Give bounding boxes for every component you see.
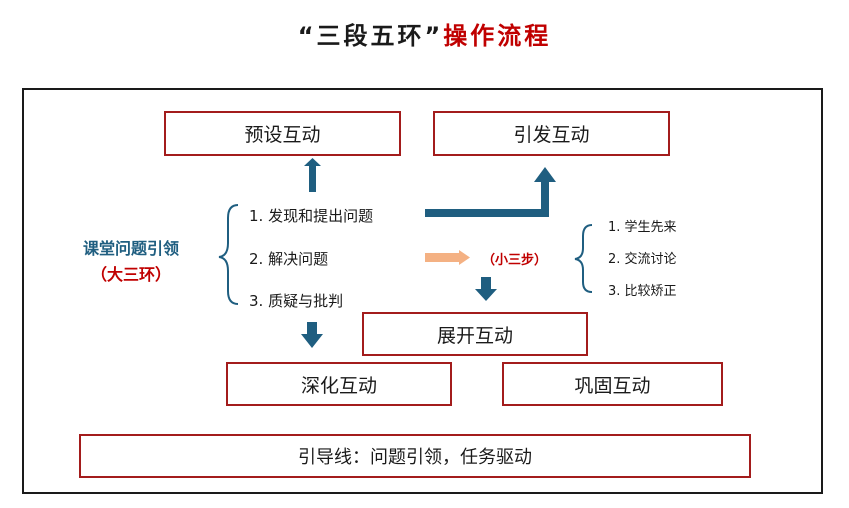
arrow-right-to-small-steps <box>425 250 470 265</box>
trigger-interaction-box: 引发互动 <box>433 111 670 156</box>
page-title: “三段五环”操作流程 <box>0 16 849 51</box>
arrow-down-to-expand <box>475 277 497 301</box>
brace-main-steps <box>218 204 239 305</box>
arrow-up-to-preset <box>304 158 321 192</box>
step-1: 1. 发现和提出问题 <box>249 207 374 225</box>
brace-sub-steps <box>574 224 593 293</box>
lead-line-1: 课堂问题引领 <box>82 239 179 258</box>
sub-step-1: 1. 学生先来 <box>608 220 677 235</box>
consolidate-interaction-box: 巩固互动 <box>502 362 723 406</box>
step-3: 3. 质疑与批判 <box>249 292 344 310</box>
lead-label: 课堂问题引领 （大三环） <box>52 236 210 288</box>
step-2: 2. 解决问题 <box>249 250 329 268</box>
diagram-frame <box>22 88 823 494</box>
sub-step-2: 2. 交流讨论 <box>608 252 677 267</box>
arrow-down-to-deepen <box>301 322 323 348</box>
expand-interaction-box: 展开互动 <box>362 312 588 356</box>
title-red-part: 操作流程 <box>443 22 552 50</box>
guideline-box: 引导线：问题引领，任务驱动 <box>79 434 751 478</box>
title-quoted-part: “三段五环” <box>297 22 444 50</box>
small-step-label: （小三步） <box>482 253 548 268</box>
deepen-interaction-box: 深化互动 <box>226 362 452 406</box>
sub-step-3: 3. 比较矫正 <box>608 284 677 299</box>
arrow-elbow-to-trigger <box>425 167 556 217</box>
lead-line-2: （大三环） <box>90 265 171 284</box>
preset-interaction-box: 预设互动 <box>164 111 401 156</box>
